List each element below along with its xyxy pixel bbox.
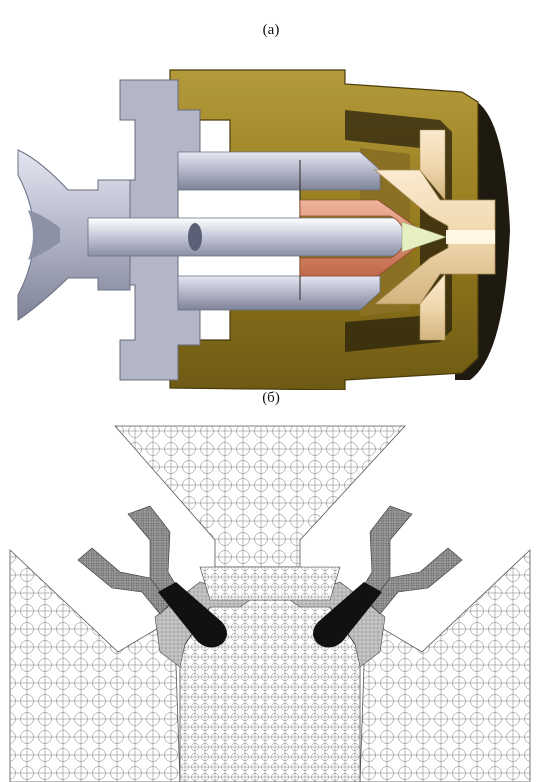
rod-hole [188,223,202,251]
right-electrode-body [313,582,382,648]
inner-sleeve-bottom [177,275,381,311]
electrode-tip [401,221,447,253]
panel-a-label: (а) [262,22,280,38]
mesh-throat [199,566,341,601]
nozzle-flange-bottom [419,273,446,341]
inlet-bore [28,210,60,260]
torch-cross-section-drawing [17,69,510,390]
electrode-rod [87,217,413,257]
nozzle-channel [446,230,495,244]
panel-b-label: (б) [262,390,280,406]
inner-sleeve-top [177,151,381,191]
computational-mesh-drawing [9,425,531,782]
nozzle-flange-top [419,129,446,201]
left-electrode-body [158,582,227,648]
